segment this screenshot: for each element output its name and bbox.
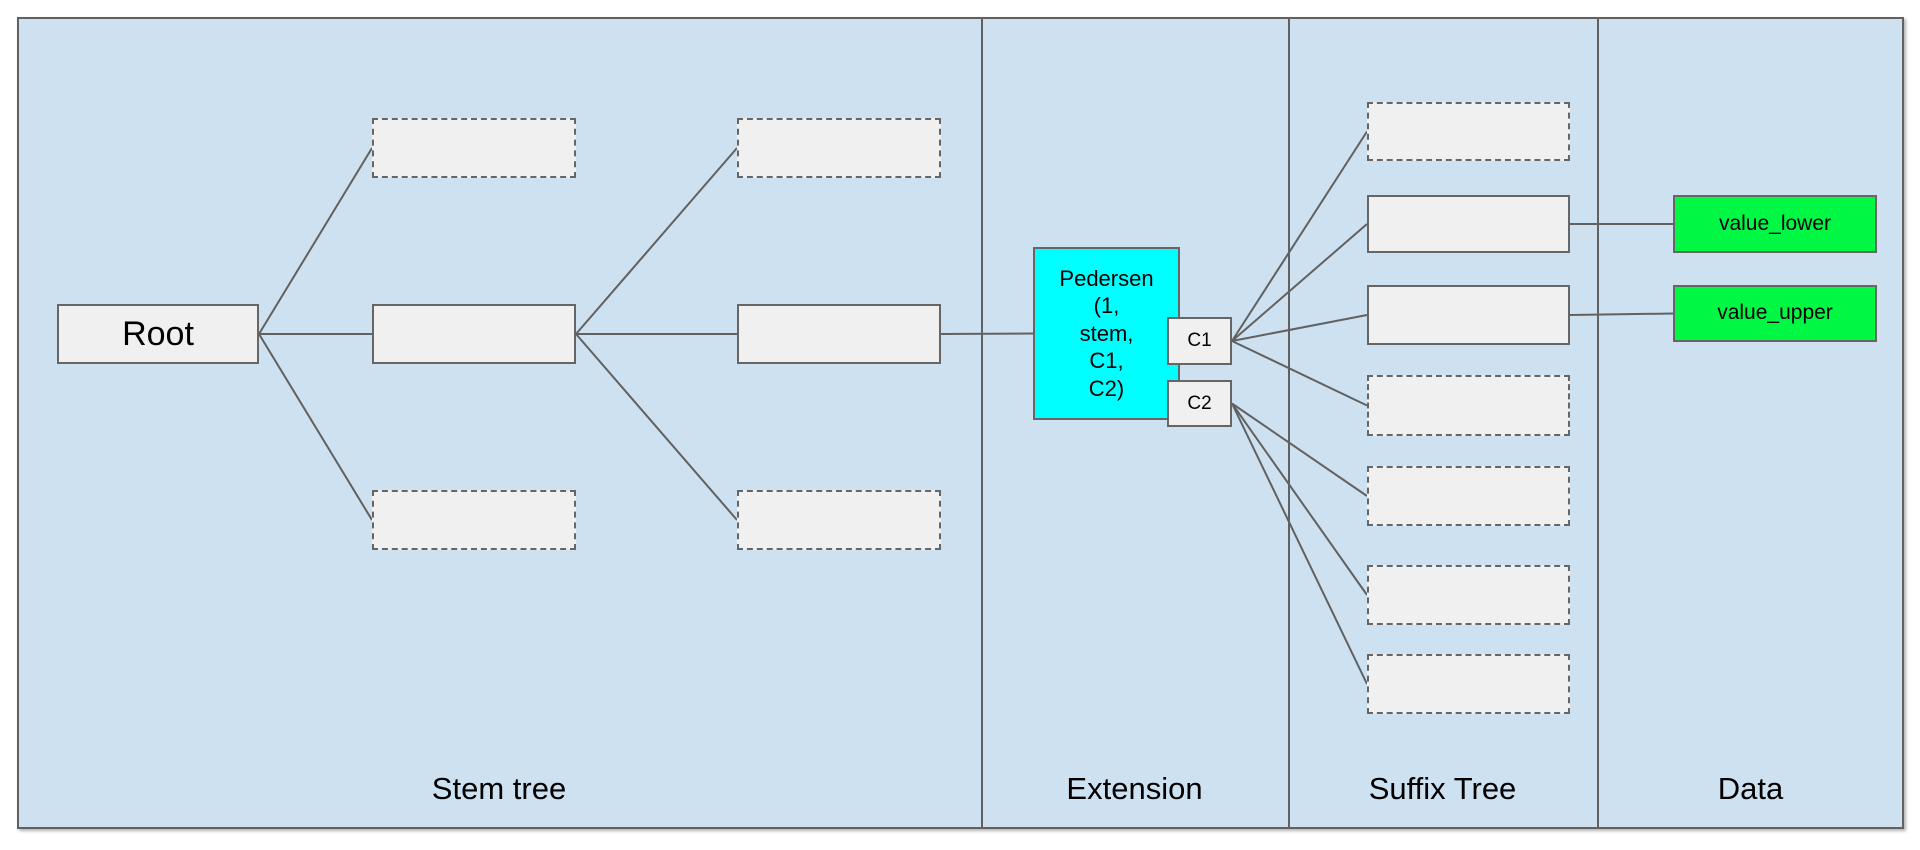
node-suffix-4 [1367, 375, 1570, 436]
node-stem-l1-bottom [372, 490, 576, 550]
node-root-label: Root [122, 314, 194, 353]
section-label-data: Data [1717, 771, 1784, 806]
section-label-stem-tree: Stem tree [431, 771, 567, 806]
diagram-panel [17, 17, 1904, 829]
node-suffix-5 [1367, 466, 1570, 526]
node-c2-label: C2 [1187, 392, 1212, 414]
node-stem-l2-bottom [737, 490, 941, 550]
node-stem-l1-mid [372, 304, 576, 364]
node-suffix-6 [1367, 565, 1570, 625]
section-label-suffix-tree: Suffix Tree [1368, 771, 1517, 806]
node-stem-l1-top [372, 118, 576, 178]
section-divider [1597, 17, 1599, 829]
node-suffix-2 [1367, 195, 1570, 253]
node-suffix-3 [1367, 285, 1570, 345]
node-c1: C1 [1167, 317, 1232, 365]
node-pedersen-label: Pedersen (1, stem, C1, C2) [1059, 265, 1154, 401]
section-label-extension: Extension [1066, 771, 1203, 806]
node-root: Root [57, 304, 259, 364]
section-divider [1288, 17, 1290, 829]
node-c2: C2 [1167, 380, 1232, 427]
node-c1-label: C1 [1187, 330, 1212, 352]
node-value-upper-label: value_upper [1717, 301, 1833, 325]
node-stem-l2-mid [737, 304, 941, 364]
node-suffix-1 [1367, 102, 1570, 161]
section-divider [981, 17, 983, 829]
node-stem-l2-top [737, 118, 941, 178]
node-value-lower: value_lower [1673, 195, 1877, 253]
node-value-upper: value_upper [1673, 285, 1877, 342]
node-value-lower-label: value_lower [1718, 211, 1832, 235]
node-suffix-7 [1367, 654, 1570, 714]
node-pedersen: Pedersen (1, stem, C1, C2) [1033, 247, 1180, 420]
